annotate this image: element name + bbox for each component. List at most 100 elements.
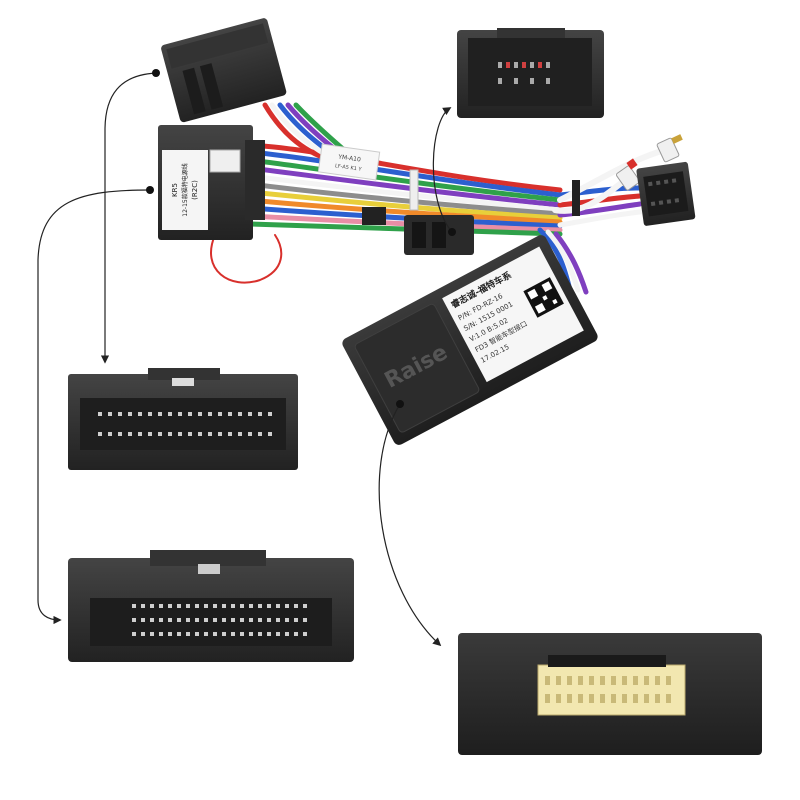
connector-pin bbox=[213, 632, 217, 636]
connector-pin bbox=[177, 618, 181, 622]
connector-pin bbox=[294, 632, 298, 636]
connector-pin bbox=[222, 618, 226, 622]
connector-pin bbox=[611, 676, 616, 685]
connector-pin bbox=[589, 694, 594, 703]
connector-pin bbox=[249, 632, 253, 636]
connector-pin bbox=[108, 412, 112, 416]
canbus-decoder-box: Raise 睿志诚-福特车系 P/N: FD-RZ-16 S/N: 1515 0… bbox=[342, 235, 598, 445]
connector-pin bbox=[228, 432, 232, 436]
small-plug bbox=[362, 207, 386, 225]
connector-pin bbox=[285, 618, 289, 622]
connector-pin bbox=[258, 412, 262, 416]
quadlock-connector-right bbox=[636, 161, 696, 226]
connector-pin bbox=[267, 604, 271, 608]
connector-pin bbox=[118, 412, 122, 416]
connector-pin bbox=[178, 432, 182, 436]
connector-pin bbox=[567, 676, 572, 685]
connector-pin bbox=[128, 432, 132, 436]
connector-pin bbox=[186, 632, 190, 636]
rca-plug-white bbox=[656, 134, 683, 163]
connector-pin bbox=[666, 694, 671, 703]
connector-pin bbox=[589, 676, 594, 685]
callout-dots bbox=[146, 69, 456, 408]
connector-pin bbox=[238, 412, 242, 416]
connector-pin bbox=[600, 694, 605, 703]
connector-pin bbox=[258, 618, 262, 622]
connector-pin bbox=[150, 618, 154, 622]
connector-pin bbox=[655, 694, 660, 703]
connector-pin bbox=[268, 432, 272, 436]
connector-pin bbox=[208, 432, 212, 436]
connector-pin bbox=[268, 412, 272, 416]
connector-pin bbox=[141, 604, 145, 608]
connector-pin bbox=[177, 604, 181, 608]
connector-pin bbox=[177, 632, 181, 636]
arrow-top-connector-to-middle bbox=[100, 72, 157, 364]
connector-pin bbox=[188, 412, 192, 416]
connector-pin bbox=[655, 676, 660, 685]
connector-pin bbox=[622, 676, 627, 685]
arrow-bundle-to-top-right bbox=[432, 107, 453, 233]
adapter-connector-left: KR5 12-15款福特电源线 (R2C) bbox=[158, 125, 265, 240]
connector-pin bbox=[545, 676, 550, 685]
connector-pin bbox=[644, 694, 649, 703]
cable-tie bbox=[409, 169, 419, 211]
connector-pin bbox=[240, 618, 244, 622]
closeup-connector-middle-left bbox=[68, 368, 298, 470]
connector-pin bbox=[178, 412, 182, 416]
connector-pin bbox=[132, 618, 136, 622]
connector-pin bbox=[611, 694, 616, 703]
wire-bundle bbox=[210, 102, 668, 295]
connector-pin bbox=[238, 432, 242, 436]
connector-pin bbox=[222, 632, 226, 636]
closeup-pin-header-bottom-right bbox=[458, 633, 762, 755]
connector-pin bbox=[150, 604, 154, 608]
cable-tie bbox=[572, 180, 580, 216]
wire-tag-line2: LF-A5 K1 Y bbox=[335, 163, 363, 173]
connector-pin bbox=[168, 432, 172, 436]
connector-pin bbox=[138, 412, 142, 416]
adapter-label-line1: KR5 bbox=[171, 183, 179, 197]
connector-pin bbox=[567, 694, 572, 703]
connector-pin bbox=[195, 618, 199, 622]
connector-pin bbox=[118, 432, 122, 436]
connector-pin bbox=[168, 604, 172, 608]
arrow-box-to-bottom-right bbox=[378, 403, 442, 647]
connector-pin bbox=[158, 412, 162, 416]
connector-pin bbox=[644, 676, 649, 685]
connector-pin bbox=[303, 604, 307, 608]
connector-pin bbox=[168, 632, 172, 636]
connector-pin bbox=[258, 604, 262, 608]
adapter-label-line3: (R2C) bbox=[191, 180, 199, 200]
connector-pin bbox=[204, 618, 208, 622]
connector-pin bbox=[213, 618, 217, 622]
connector-pin bbox=[294, 604, 298, 608]
closeup-connector-top-right bbox=[457, 28, 604, 118]
connector-pin bbox=[249, 618, 253, 622]
connector-pin bbox=[128, 412, 132, 416]
connector-pin bbox=[578, 694, 583, 703]
connector-pin bbox=[186, 604, 190, 608]
connector-pin bbox=[285, 604, 289, 608]
connector-pin bbox=[195, 604, 199, 608]
connector-pin bbox=[267, 618, 271, 622]
connector-pin bbox=[222, 604, 226, 608]
wire-tag-line1: YM-A10 bbox=[337, 153, 362, 163]
connector-pin bbox=[204, 632, 208, 636]
connector-pin bbox=[228, 412, 232, 416]
connector-pin bbox=[578, 676, 583, 685]
wire-tag: YM-A10 LF-A5 K1 Y bbox=[317, 143, 381, 181]
connector-pin bbox=[148, 432, 152, 436]
connector-pin bbox=[141, 632, 145, 636]
rca-plug-red bbox=[615, 158, 641, 191]
connector-pin bbox=[303, 632, 307, 636]
connector-pin bbox=[258, 432, 262, 436]
connector-pin bbox=[240, 632, 244, 636]
connector-pin bbox=[294, 618, 298, 622]
connector-pin bbox=[204, 604, 208, 608]
connector-pin bbox=[231, 604, 235, 608]
connector-pin bbox=[267, 632, 271, 636]
connector-pin bbox=[633, 694, 638, 703]
connector-pin bbox=[198, 412, 202, 416]
